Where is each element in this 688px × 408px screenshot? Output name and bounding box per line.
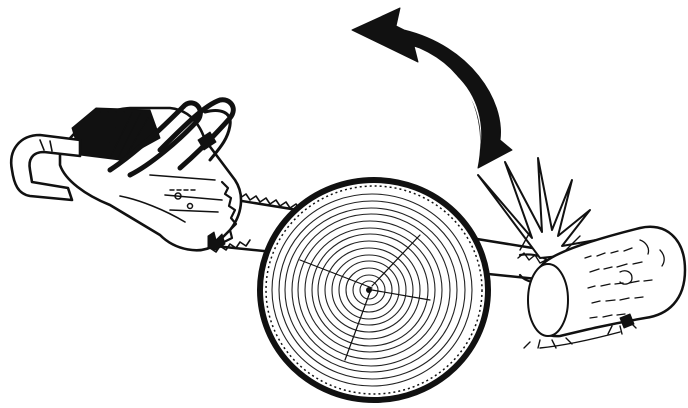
engine-housing: [60, 108, 241, 250]
log-cross-section: [260, 180, 488, 400]
curved-arrow-icon: [352, 8, 512, 168]
